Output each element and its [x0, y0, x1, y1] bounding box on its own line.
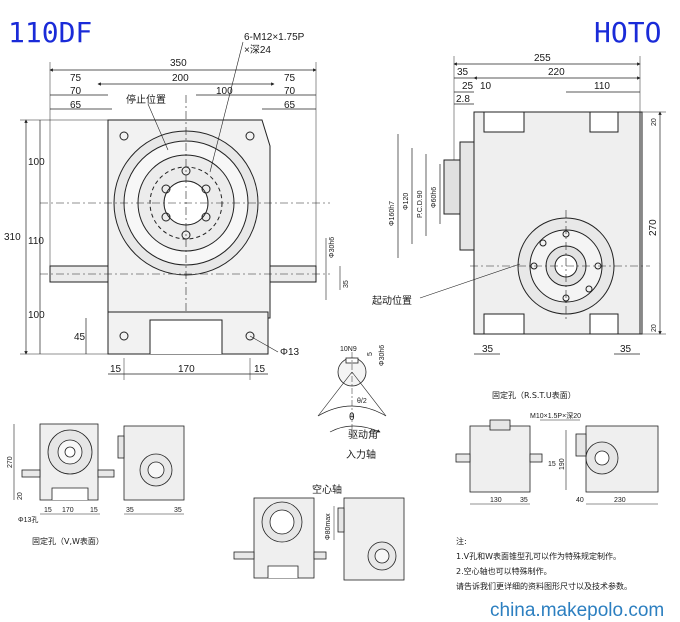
- model-title: 110DF: [8, 16, 92, 49]
- dim-255: 255: [534, 53, 551, 64]
- rstu-callout: M10×1.5P×深20: [530, 411, 581, 420]
- side-view: [397, 56, 666, 355]
- dim-100-lower: 100: [28, 310, 45, 321]
- dim-65-right: 65: [284, 100, 296, 111]
- dim-75-right: 75: [284, 73, 296, 84]
- notes-line-3: 请告诉我们更详细的资料图形尺寸以及技术参数。: [456, 581, 632, 591]
- rstu-labels: 固定孔（R.S.T.U表面） M10×1.5P×深20 130 35 40 23…: [490, 390, 626, 504]
- small-hole-label: Φ13孔: [18, 516, 38, 524]
- dim-35-bl: 35: [482, 344, 494, 355]
- dim-phi120: Φ120: [403, 193, 410, 210]
- dim-220: 220: [548, 67, 565, 78]
- hollow-caption: 空心轴: [312, 483, 342, 496]
- dim-15-right: 15: [254, 364, 266, 375]
- dim-100-upper: 100: [28, 157, 45, 168]
- dim-110: 110: [28, 236, 44, 247]
- watermark-text: china.makepolo.com: [490, 600, 664, 621]
- rstu-dim-35: 35: [520, 497, 528, 504]
- hollow-shaft-labels: 空心轴 Φ80max: [312, 483, 342, 540]
- dim-100-top: 100: [216, 86, 233, 97]
- dim-350: 350: [170, 58, 187, 69]
- rstu-caption: 固定孔（R.S.T.U表面）: [492, 390, 576, 400]
- front-view-labels: 350 200 75 75 70 70 65 65 100 310 100 11…: [4, 32, 350, 375]
- notes-header: 注:: [456, 536, 467, 546]
- vw-caption: 固定孔（V,W表面）: [32, 536, 104, 546]
- depth-callout: ×深24: [244, 44, 271, 56]
- theta-label: θ: [349, 412, 355, 423]
- theta-half-label: θ/2: [357, 398, 367, 405]
- hole-dia-label: Φ13: [280, 347, 300, 358]
- key-label: 10N9: [340, 346, 357, 353]
- dim-pcd90: P.C.D.90: [417, 190, 424, 218]
- dim-20-top: 20: [651, 118, 658, 126]
- dim-35-top: 35: [457, 67, 469, 78]
- dim-65-left: 65: [70, 100, 82, 111]
- small-dim-35-right: 35: [174, 507, 182, 514]
- rstu-dim-190: 190: [559, 458, 566, 470]
- small-views-vw-labels: 270 20 Φ13孔 15 170 15 35 35 固定孔（V,W表面）: [7, 456, 182, 546]
- dim-20-bottom: 20: [651, 324, 658, 332]
- notes-block: 注: 1.V孔和W表面锥型孔可以作为特殊规定制作。 2.空心轴也可以特殊制作。 …: [456, 536, 632, 591]
- small-dim-15-right: 15: [90, 507, 98, 514]
- rstu-dim-130: 130: [490, 497, 502, 504]
- dim-70-right: 70: [284, 86, 296, 97]
- rstu-dim-230: 230: [614, 497, 626, 504]
- thread-callout: 6-M12×1.75P: [244, 32, 305, 43]
- rstu-dim-15: 15: [548, 461, 556, 468]
- dim-110-side: 110: [594, 81, 610, 92]
- notes-line-1: 1.V孔和W表面锥型孔可以作为特殊规定制作。: [456, 551, 621, 561]
- drive-angle-label: 驱动角: [348, 429, 378, 441]
- small-dim-20: 20: [17, 492, 24, 500]
- shaft-dia-label: Φ30h6: [329, 237, 336, 258]
- input-shaft-dia: Φ30h6: [379, 345, 386, 366]
- front-view: [20, 41, 341, 380]
- dim-170: 170: [178, 364, 195, 375]
- input-shaft-caption: 入力轴: [346, 448, 376, 461]
- small-dim-15-left: 15: [44, 507, 52, 514]
- dim-15-left: 15: [110, 364, 122, 375]
- dim-45: 45: [74, 332, 86, 343]
- dim-25: 25: [462, 81, 474, 92]
- dim-2-8: 2.8: [456, 94, 470, 105]
- notes-line-2: 2.空心轴也可以特殊制作。: [456, 566, 552, 576]
- input-shaft-labels: 10N9 5 Φ30h6 θ/2 θ 驱动角 入力轴: [340, 345, 386, 461]
- small-dim-270: 270: [7, 456, 14, 468]
- rstu-views: [455, 419, 659, 505]
- rstu-dim-40: 40: [576, 497, 584, 504]
- hollow-dim-label: Φ80max: [325, 513, 332, 540]
- dim-phi160: Φ160h7: [389, 201, 396, 226]
- hollow-shaft-views: [233, 497, 405, 581]
- dim-310: 310: [4, 232, 21, 243]
- small-views-vw: [13, 423, 185, 515]
- dim-75-left: 75: [70, 73, 82, 84]
- start-position-label: 起动位置: [372, 294, 412, 307]
- input-shaft-detail: [317, 352, 387, 433]
- dim-5-label: 5: [367, 352, 374, 356]
- dim-70-left: 70: [70, 86, 82, 97]
- brand-title: HOTO: [594, 16, 661, 49]
- shaft-len-label: 35: [343, 280, 350, 288]
- dim-10: 10: [480, 81, 492, 92]
- dim-270: 270: [648, 219, 659, 236]
- side-view-labels: 255 35 220 25 10 2.8 110 Φ160h7 Φ120 P.C…: [372, 53, 659, 355]
- small-dim-35-left: 35: [126, 507, 134, 514]
- dim-200: 200: [172, 73, 189, 84]
- dim-phi60: Φ60h6: [431, 187, 438, 208]
- stop-position-label: 停止位置: [126, 93, 166, 106]
- small-dim-170: 170: [62, 507, 74, 514]
- dim-35-br: 35: [620, 344, 632, 355]
